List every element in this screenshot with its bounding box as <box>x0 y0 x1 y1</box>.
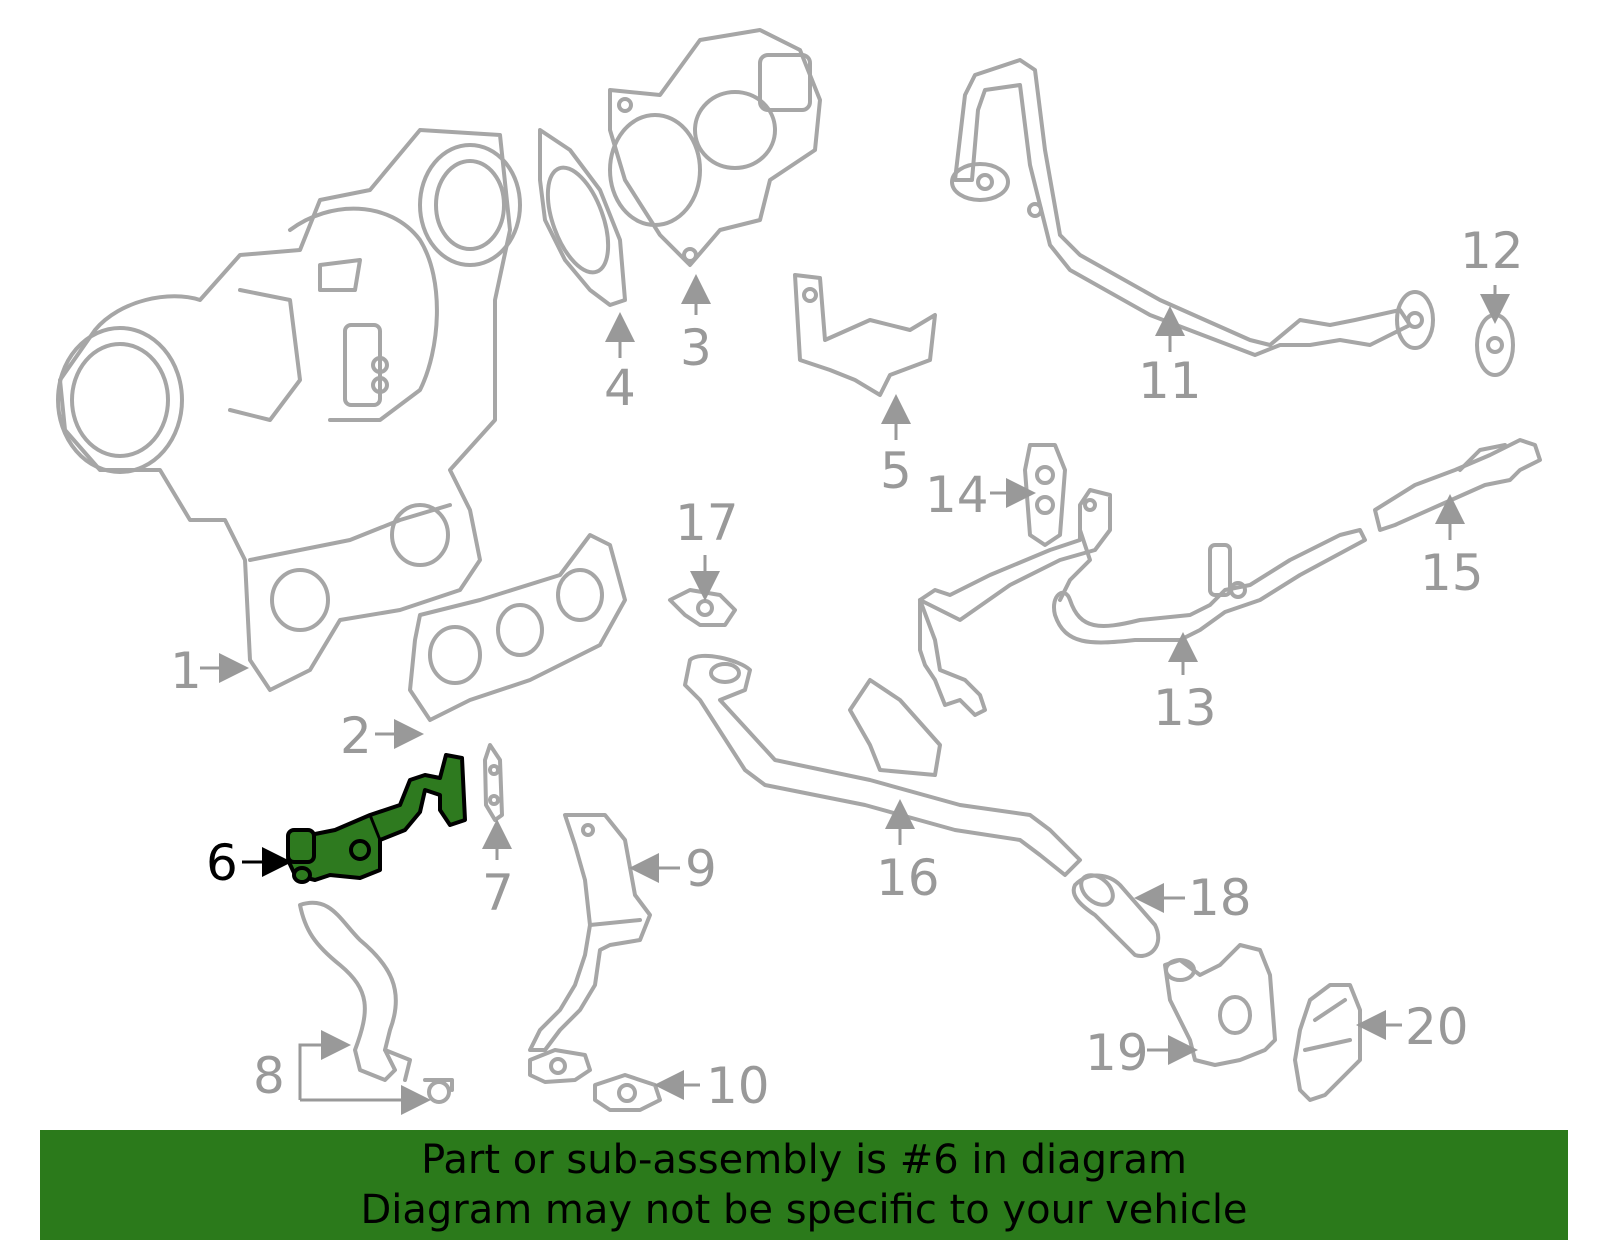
callout-16: 16 <box>876 849 940 907</box>
callout-arrows <box>200 274 1510 1115</box>
callout-3: 3 <box>680 319 712 377</box>
callout-13: 13 <box>1153 679 1217 737</box>
callout-7: 7 <box>482 864 514 922</box>
part-18-hose <box>1071 873 1161 958</box>
part-13-coolant-line <box>1052 528 1367 645</box>
part-5-bracket <box>793 273 937 397</box>
part-10-gasket <box>528 1048 662 1112</box>
callout-14: 14 <box>925 466 989 524</box>
callout-4: 4 <box>604 359 636 417</box>
part-12-washer <box>1475 313 1515 377</box>
part-14-gasket <box>1023 443 1067 547</box>
callout-1: 1 <box>170 642 202 700</box>
callout-9: 9 <box>685 840 717 898</box>
part-4-gasket <box>538 128 627 307</box>
part-20-cover <box>1293 983 1362 1102</box>
callout-8: 8 <box>253 1047 285 1105</box>
part-9-pipe-bracket <box>528 813 652 1052</box>
part-8-hose <box>298 900 454 1104</box>
callout-18: 18 <box>1188 869 1252 927</box>
part-19-outlet <box>1163 943 1277 1067</box>
parts-diagram: 1 2 3 4 5 6 7 8 9 10 11 12 13 14 15 16 1… <box>56 28 1542 1115</box>
part-17-flange <box>668 588 737 627</box>
callout-11: 11 <box>1138 352 1202 410</box>
callout-labels: 1 2 3 4 5 6 7 8 9 10 11 12 13 14 15 16 1… <box>170 222 1524 1115</box>
info-banner: Part or sub-assembly is #6 in diagram Di… <box>40 1130 1568 1240</box>
callout-2: 2 <box>340 707 372 765</box>
part-11-oil-line <box>950 58 1435 357</box>
callout-19: 19 <box>1085 1024 1149 1082</box>
banner-line-2: Diagram may not be specific to your vehi… <box>360 1187 1248 1233</box>
callout-20: 20 <box>1405 998 1469 1056</box>
banner-line-1: Part or sub-assembly is #6 in diagram <box>421 1137 1187 1183</box>
part-7-gasket <box>483 743 504 822</box>
callout-17: 17 <box>675 494 739 552</box>
part-15-connector <box>1373 438 1542 532</box>
part-3-housing <box>608 28 822 267</box>
callout-5: 5 <box>880 442 912 500</box>
callout-12: 12 <box>1460 222 1524 280</box>
part-1-turbocharger <box>56 128 522 692</box>
coolant-pipe-with-bracket <box>918 488 1112 717</box>
callout-6: 6 <box>206 834 238 892</box>
callout-10: 10 <box>706 1057 770 1115</box>
part-6-coolant-pipe <box>286 753 467 884</box>
part-16-coolant-pipe <box>683 653 1082 877</box>
callout-15: 15 <box>1420 544 1484 602</box>
part-2-gasket <box>408 533 627 722</box>
